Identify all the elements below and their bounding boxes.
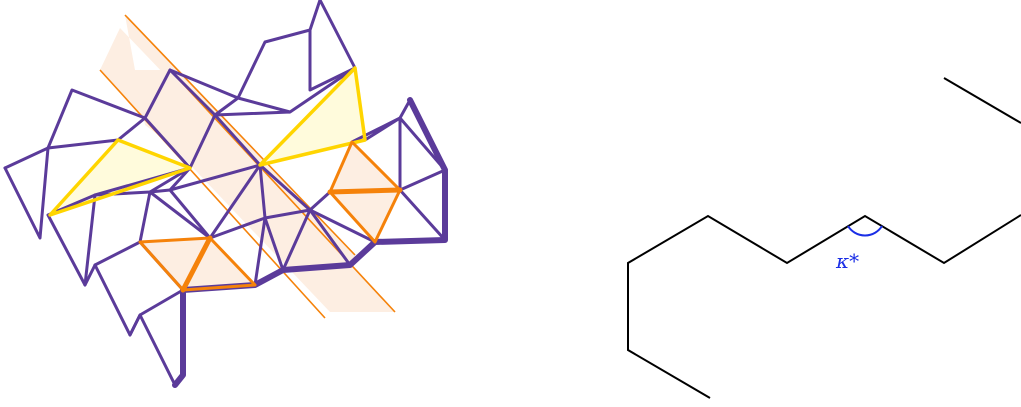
- orange-triangle-edges: [138, 140, 403, 293]
- tiling-edge: [148, 113, 332, 272]
- yellow-triangle: [50, 140, 190, 215]
- yellow-triangles: [50, 68, 365, 215]
- angle-label: κ*: [835, 249, 859, 273]
- tiling-edge: [3, 146, 50, 240]
- tiling-edge: [253, 216, 267, 287]
- zigzag-path: [627, 214, 1021, 399]
- tiling-edge: [128, 313, 177, 387]
- upper-segment: [943, 77, 1021, 124]
- orange-strip-line: [124, 14, 356, 256]
- yellow-triangle: [260, 68, 365, 165]
- tiling-edge: [46, 193, 97, 287]
- thick-boundary: [172, 97, 448, 388]
- tiling-panel: [3, 0, 448, 388]
- orange-strip-line: [169, 69, 396, 313]
- orange-triangle: [183, 238, 255, 290]
- tiling-edge: [83, 166, 192, 287]
- orange-triangle: [140, 238, 210, 290]
- tiling-edge: [398, 98, 447, 192]
- yellow-triangle-edges: [48, 66, 367, 217]
- tiling-edge: [168, 0, 357, 117]
- tiling-edge: [46, 88, 147, 150]
- orange-thick-edge: [180, 235, 213, 293]
- orange-triangle: [330, 190, 400, 242]
- orange-strip-line: [99, 69, 326, 319]
- thick-boundary-path: [172, 97, 448, 388]
- zigzag-panel: κ*: [627, 77, 1021, 399]
- shaded-strip: [100, 70, 395, 312]
- tiling-edge: [398, 188, 447, 242]
- orange-thick-edge: [327, 187, 403, 195]
- tiling-edge: [308, 28, 357, 92]
- yellow-edge: [48, 138, 192, 217]
- yellow-edge: [258, 66, 367, 167]
- strip-boundary-lines: [99, 14, 396, 319]
- angle-arc: [847, 225, 883, 237]
- shaded-strips: [100, 15, 395, 312]
